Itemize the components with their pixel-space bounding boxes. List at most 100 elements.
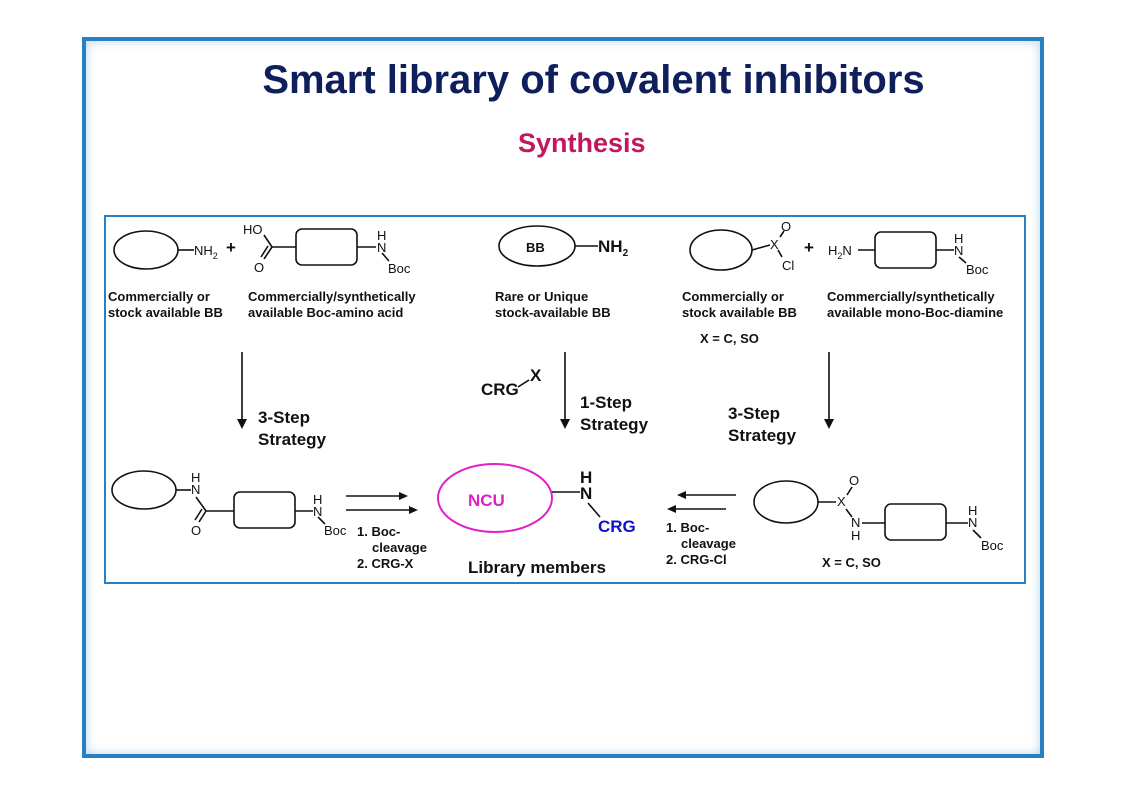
o-text: O <box>254 260 264 275</box>
arrowhead <box>677 491 686 499</box>
bb-ellipse-intermediate-right <box>753 480 819 524</box>
boc-text: Boc <box>388 261 411 276</box>
crg-product-text: CRG <box>598 517 636 536</box>
slide-subtitle: Synthesis <box>518 128 646 158</box>
amine-text-middle: NH2 <box>598 237 629 259</box>
h-text: H <box>968 503 977 518</box>
synthesis-scheme: NH2 + HO O H N Boc BB NH2 X O Cl + H2N H <box>108 219 1004 577</box>
x-reagent-text: X <box>530 366 542 385</box>
ho-text: HO <box>243 222 263 237</box>
bond <box>777 249 783 258</box>
bond <box>194 508 203 521</box>
n-text: N <box>191 482 200 497</box>
boc-amino-label-line1: Commercially/synthetically <box>248 289 416 304</box>
right-step2: 2. CRG-Cl <box>666 552 727 567</box>
plus-sign-right: + <box>804 238 814 257</box>
bond <box>958 256 967 264</box>
bond <box>845 508 853 518</box>
n-text: N <box>377 240 386 255</box>
amine-text: NH2 <box>194 243 218 261</box>
h-text: H <box>580 468 592 487</box>
bond <box>779 230 785 238</box>
diamine-label-line1: Commercially/synthetically <box>827 289 995 304</box>
ring-box <box>884 503 947 541</box>
rare-label-line2: stock-available BB <box>495 305 611 320</box>
bond <box>263 246 273 260</box>
arrowhead <box>667 505 676 513</box>
arrowhead <box>560 419 570 429</box>
library-members-label: Library members <box>468 558 606 577</box>
bottom-right-intermediate: X O N H H N Boc X = C, SO <box>753 473 1004 570</box>
strategy-middle-line2: Strategy <box>580 415 649 434</box>
strategy-right-line2: Strategy <box>728 426 797 445</box>
strategy-right-line1: 3-Step <box>728 404 780 423</box>
plus-sign-left: + <box>226 238 236 257</box>
bond <box>972 529 982 539</box>
top-left-reactants: NH2 + HO O H N Boc <box>113 222 411 276</box>
h-text: H <box>851 528 860 543</box>
arrowhead <box>824 419 834 429</box>
h-text: H <box>313 492 322 507</box>
crg-reagent-text: CRG <box>481 380 519 399</box>
bb-ellipse-left <box>113 230 179 270</box>
bb-text: BB <box>526 240 545 255</box>
n-text: N <box>851 515 860 530</box>
x-definition-top: X = C, SO <box>700 331 759 346</box>
bond <box>751 244 771 251</box>
x-text: X <box>770 237 779 252</box>
top-middle-reactant: BB NH2 <box>498 225 629 267</box>
bond <box>846 486 853 496</box>
strategy-left-line2: Strategy <box>258 430 327 449</box>
right-step1a: 1. Boc- <box>666 520 709 535</box>
bond <box>587 502 601 518</box>
bond <box>317 516 326 525</box>
o-text: O <box>191 523 201 538</box>
left-step1b: cleavage <box>372 540 427 555</box>
strategy-middle-line1: 1-Step <box>580 393 632 412</box>
h-text: H <box>954 231 963 246</box>
x-text: X <box>837 494 846 509</box>
n-text: N <box>580 484 592 503</box>
right-step1b: cleavage <box>681 536 736 551</box>
ring-box <box>874 231 937 269</box>
library-member-product: NCU H N CRG Library members <box>437 463 636 577</box>
ring-box <box>233 491 296 529</box>
right-bb-label-line1: Commercially or <box>682 289 784 304</box>
left-step2: 2. CRG-X <box>357 556 414 571</box>
right-reaction-arrows: 1. Boc- cleavage 2. CRG-Cl <box>666 491 736 567</box>
bb-ellipse-intermediate-left <box>111 470 177 510</box>
right-bb-label-line2: stock available BB <box>682 305 797 320</box>
n-text: N <box>954 243 963 258</box>
h2n-text: H2N <box>828 243 852 261</box>
bond <box>517 379 530 388</box>
arrowhead <box>399 492 408 500</box>
ring-box <box>295 228 358 266</box>
ncu-ellipse <box>437 463 553 533</box>
boc-text: Boc <box>966 262 989 277</box>
slide-frame <box>82 37 1044 758</box>
arrowhead <box>237 419 247 429</box>
slide-title: Smart library of covalent inhibitors <box>0 58 1131 103</box>
strategy-arrows: 3-Step Strategy 1-Step Strategy 3-Step S… <box>237 352 834 449</box>
bb-ellipse-right <box>689 229 753 271</box>
left-bb-label-line2: stock available BB <box>108 305 223 320</box>
x-definition-bottom: X = C, SO <box>822 555 881 570</box>
cl-text: Cl <box>782 258 794 273</box>
diamine-label-line2: available mono-Boc-diamine <box>827 305 1003 320</box>
arrowhead <box>409 506 418 514</box>
left-bb-label-line1: Commercially or <box>108 289 210 304</box>
rare-label-line1: Rare or Unique <box>495 289 588 304</box>
synthesis-scheme-box: NH2 + HO O H N Boc BB NH2 X O Cl + H2N H <box>104 215 1026 584</box>
boc-text: Boc <box>324 523 347 538</box>
bond <box>260 245 269 258</box>
bond <box>263 234 273 248</box>
strategy-left-line1: 3-Step <box>258 408 310 427</box>
boc-amino-label-line2: available Boc-amino acid <box>248 305 403 320</box>
reactant-labels: Commercially or stock available BB Comme… <box>108 289 1003 346</box>
h-text: H <box>377 228 386 243</box>
bottom-left-intermediate: H N O H N Boc <box>111 470 347 538</box>
bond <box>198 510 207 523</box>
n-text: N <box>968 515 977 530</box>
left-step1a: 1. Boc- <box>357 524 400 539</box>
n-text: N <box>313 504 322 519</box>
